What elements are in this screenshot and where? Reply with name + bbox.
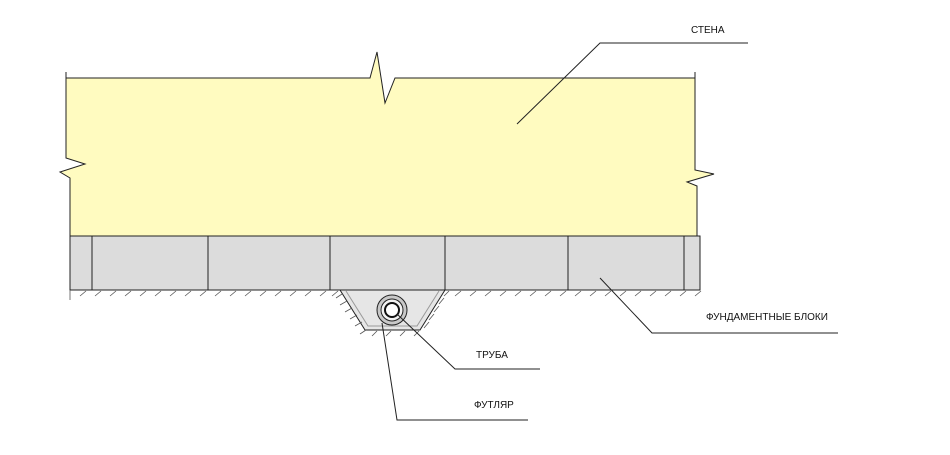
wall: [58, 51, 715, 237]
leader-wall: [516, 42, 748, 125]
leader-sleeve: [381, 322, 528, 421]
label-sleeve: ФУТЛЯР: [474, 400, 514, 411]
foundation-block: [444, 235, 569, 291]
foundation-block: [69, 235, 93, 291]
trench-inner-outline: [345, 290, 440, 327]
foundation-block: [207, 235, 331, 291]
leader-foundation-blocks: [599, 277, 838, 334]
label-pipe: ТРУБА: [476, 350, 508, 361]
foundation-blocks: [69, 235, 701, 291]
foundation-block: [567, 235, 685, 291]
foundation-block: [329, 235, 446, 291]
label-wall: СТЕНА: [691, 25, 725, 36]
foundation-block: [683, 235, 701, 291]
label-foundation-blocks: ФУНДАМЕНТНЫЕ БЛОКИ: [706, 312, 828, 323]
ground-hatching: [69, 290, 702, 337]
pipe: [384, 302, 400, 318]
leader-pipe: [396, 313, 540, 370]
foundation-block: [91, 235, 209, 291]
